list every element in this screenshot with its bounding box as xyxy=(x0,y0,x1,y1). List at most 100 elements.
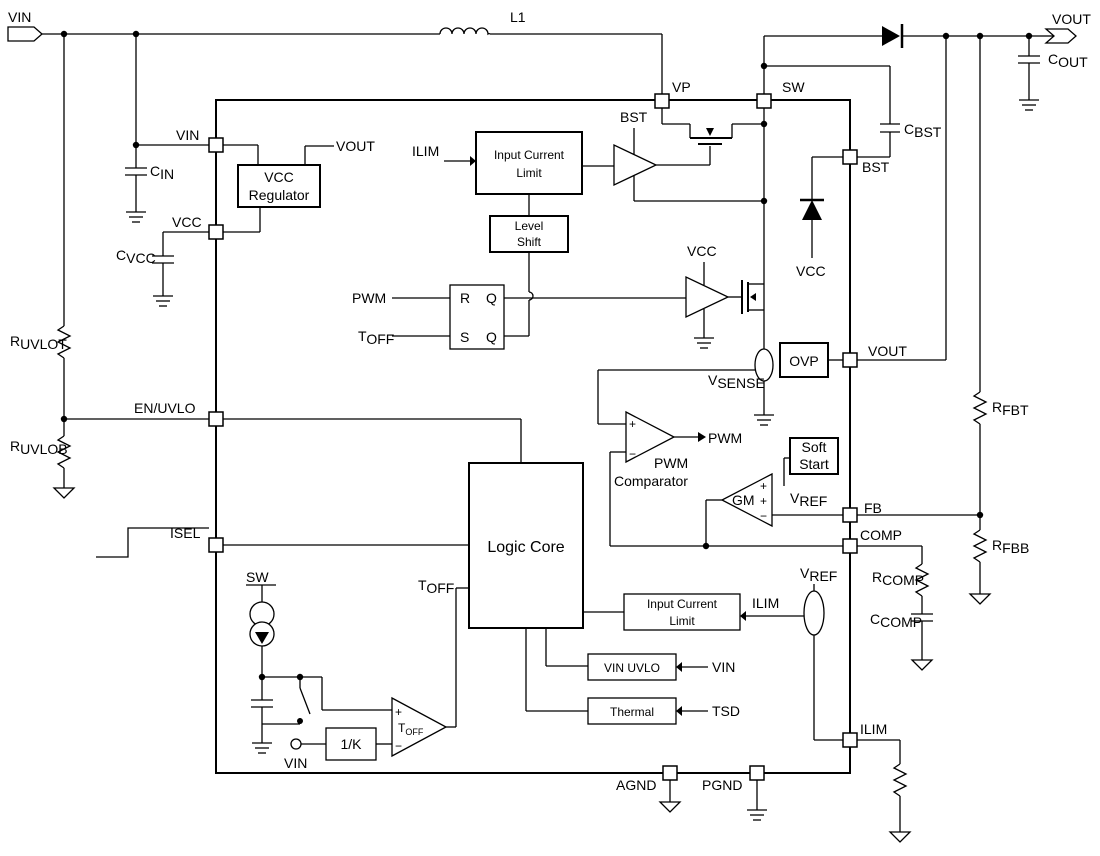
ground-ruvlob xyxy=(52,487,76,499)
level-shift-block xyxy=(489,215,569,253)
pin-en-uvlo-label: EN/UVLO xyxy=(134,400,196,416)
pin-vout-label: VOUT xyxy=(868,343,907,359)
toff-comparator xyxy=(391,696,448,758)
ovp-label: OVP xyxy=(789,353,819,369)
sw-source-label: SW xyxy=(246,569,269,585)
latch-s: S xyxy=(460,329,469,345)
toff-comp-plus: + xyxy=(395,705,402,719)
vref-ilim-label: VREF xyxy=(800,565,837,584)
pin-vin-label: VIN xyxy=(176,127,199,143)
pwm-comp-label-1: PWM xyxy=(654,455,688,471)
gm-label: GM xyxy=(732,492,755,508)
rfbt-label: RFBT xyxy=(992,399,1029,418)
ruvlot-label: RUVLOT xyxy=(10,333,67,352)
vcc-diode-label: VCC xyxy=(796,263,826,279)
ground-rilim xyxy=(888,831,912,843)
pin-vout xyxy=(842,352,858,368)
tsd-label: TSD xyxy=(712,703,740,719)
ground-ccomp xyxy=(910,659,934,671)
ic-boundary xyxy=(215,99,851,774)
icl-top-ilim-label: ILIM xyxy=(412,143,439,159)
pwm-comp-minus: − xyxy=(629,447,636,461)
vsense-label: VSENSE xyxy=(708,372,765,391)
vin-terminal xyxy=(290,738,302,750)
vin-uvlo-block xyxy=(587,653,677,681)
gm-amplifier xyxy=(720,472,773,528)
vcc-regulator-block xyxy=(237,164,321,208)
vcc-regulator-vout-label: VOUT xyxy=(336,138,375,154)
cin-label: CIN xyxy=(150,163,174,182)
pwm-input-label: PWM xyxy=(352,290,386,306)
vin-uvlo-input-label: VIN xyxy=(712,659,735,675)
vin-uvlo-label: VIN UVLO xyxy=(604,661,660,675)
pin-fb-label: FB xyxy=(864,500,882,516)
pin-pgnd xyxy=(749,765,765,781)
high-side-driver xyxy=(613,143,658,187)
input-current-limit-top xyxy=(475,131,583,195)
pin-comp-label: COMP xyxy=(860,527,902,543)
pin-ilim xyxy=(842,732,858,748)
ilim-sense xyxy=(803,590,825,636)
cout-label: COUT xyxy=(1048,51,1088,70)
latch-q1: Q xyxy=(486,290,497,306)
pin-fb xyxy=(842,507,858,523)
rfbb-label: RFBB xyxy=(992,537,1029,556)
pin-sw xyxy=(756,93,772,109)
pwm-comp-plus: + xyxy=(629,417,636,431)
icl-top-label-1: Input Current xyxy=(494,148,565,162)
toff-comp-label: TOFF xyxy=(398,721,424,737)
vref-gm-label: VREF xyxy=(790,490,827,509)
pin-agnd xyxy=(662,765,678,781)
one-over-k-block xyxy=(325,727,377,761)
sr-latch xyxy=(449,284,505,350)
icl-top-label-2: Limit xyxy=(516,166,542,180)
gm-plus-2: + xyxy=(760,494,767,508)
one-over-k-label: 1/K xyxy=(340,736,362,752)
level-shift-label-1: Level xyxy=(515,219,544,233)
icl-bot-ilim-label: ILIM xyxy=(752,595,779,611)
icl-bot-label-2: Limit xyxy=(669,614,695,628)
vcc-regulator-label-2: Regulator xyxy=(249,187,310,203)
pin-en-uvlo xyxy=(208,411,224,427)
ccomp-label: CCOMP xyxy=(870,611,922,630)
level-shift-label-2: Shift xyxy=(517,235,542,249)
soft-start-label-2: Start xyxy=(799,456,829,472)
logic-core-block xyxy=(468,462,584,629)
resistor-rfbb xyxy=(972,529,988,563)
resistor-rfbt xyxy=(972,391,988,425)
latch-r: R xyxy=(460,290,470,306)
toff-core-label: TOFF xyxy=(418,577,454,596)
vin-bottom-label: VIN xyxy=(284,755,307,771)
cvcc-label: CVCC xyxy=(116,247,156,266)
inductor-l1 xyxy=(439,27,491,36)
pin-sw-label: SW xyxy=(782,79,805,95)
vcc-regulator-label-1: VCC xyxy=(264,169,294,185)
pwm-output-label: PWM xyxy=(708,430,742,446)
vin-port-arrow xyxy=(7,26,43,42)
pin-isel xyxy=(208,537,224,553)
rcomp-label: RCOMP xyxy=(872,569,924,588)
logic-core-label: Logic Core xyxy=(487,539,564,556)
pwm-comparator xyxy=(625,410,676,464)
pin-vcc-label: VCC xyxy=(172,214,202,230)
soft-start-block xyxy=(789,437,839,475)
soft-start-label-1: Soft xyxy=(802,439,827,455)
resistor-ruvlot xyxy=(56,325,72,359)
icl-bot-label-1: Input Current xyxy=(647,597,718,611)
pin-bst xyxy=(842,149,858,165)
pin-isel-label: ISEL xyxy=(170,525,201,541)
toff-input-label: TOFF xyxy=(358,328,394,347)
pwm-comp-label-2: Comparator xyxy=(614,473,688,489)
pin-agnd-label: AGND xyxy=(616,777,656,793)
pin-pgnd-label: PGND xyxy=(702,777,742,793)
vcc-driver-label: VCC xyxy=(687,243,717,259)
vin-port-label: VIN xyxy=(8,9,31,25)
ovp-block xyxy=(779,342,829,378)
pin-vp xyxy=(654,93,670,109)
resistor-ruvlob xyxy=(56,435,72,469)
latch-q2: Q xyxy=(486,329,497,345)
toff-comp-minus: − xyxy=(395,739,402,753)
discharge-switch xyxy=(299,687,311,715)
low-side-driver xyxy=(685,275,730,319)
